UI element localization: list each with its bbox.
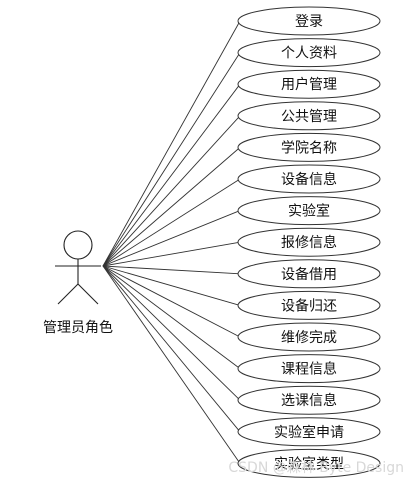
association-line (102, 265, 241, 338)
use-case-ellipse (237, 164, 381, 194)
association-lines (102, 20, 241, 464)
actor-head (63, 230, 93, 260)
association-line (102, 265, 241, 464)
use-case: 实验室类型 (237, 448, 381, 478)
use-case-label: 实验室类型 (274, 455, 344, 472)
use-case-ellipse (237, 322, 381, 352)
use-case: 维修完成 (237, 322, 381, 352)
actor: 管理员角色 (43, 230, 113, 336)
use-case-label: 课程信息 (281, 361, 337, 378)
actor-label: 管理员角色 (43, 319, 113, 336)
use-case: 报修信息 (237, 227, 381, 257)
use-case-label: 登录 (295, 14, 323, 30)
association-line (102, 147, 241, 267)
association-line (102, 265, 241, 275)
use-case-list: 登录个人资料用户管理公共管理学院名称设备信息实验室报修信息设备借用设备归还维修完… (237, 6, 381, 478)
association-line (102, 265, 241, 401)
actor-left-leg (57, 283, 79, 305)
use-case-ellipse (237, 196, 381, 226)
association-line (102, 20, 241, 267)
use-case-ellipse (237, 227, 381, 257)
use-case: 选课信息 (237, 385, 381, 415)
use-case-ellipse (237, 417, 381, 447)
actor-right-leg (77, 283, 99, 305)
use-case: 设备归还 (237, 290, 381, 320)
use-case-label: 设备归还 (281, 297, 337, 314)
use-case-label: 实验室 (288, 203, 330, 220)
association-line (102, 265, 241, 369)
use-case-ellipse (237, 290, 381, 320)
use-case-ellipse (237, 385, 381, 415)
association-line (102, 83, 241, 267)
use-case-label: 用户管理 (281, 76, 337, 93)
use-case-ellipse (237, 6, 381, 36)
association-line (102, 241, 241, 267)
use-case-ellipse (237, 69, 381, 99)
use-case: 实验室申请 (237, 417, 381, 447)
use-case: 公共管理 (237, 101, 381, 131)
association-line (102, 265, 241, 306)
association-line (102, 52, 241, 267)
use-case: 实验室 (237, 196, 381, 226)
use-case-label: 实验室申请 (274, 424, 344, 441)
use-case-label: 选课信息 (281, 392, 337, 409)
association-line (102, 178, 241, 267)
use-case: 登录 (237, 6, 381, 36)
association-line (102, 115, 241, 267)
use-case-label: 个人资料 (281, 46, 337, 62)
use-case: 设备借用 (237, 259, 381, 289)
use-case-ellipse (237, 354, 381, 384)
use-case: 学院名称 (237, 132, 381, 162)
use-case-ellipse (237, 101, 381, 131)
use-case: 个人资料 (237, 38, 381, 68)
use-case: 用户管理 (237, 69, 381, 99)
use-case-ellipse (237, 38, 381, 68)
use-case-label: 维修完成 (281, 330, 337, 346)
use-case-ellipse (237, 448, 381, 478)
use-case-ellipse (237, 132, 381, 162)
association-line (102, 210, 241, 267)
use-case: 课程信息 (237, 354, 381, 384)
use-case-ellipse (237, 259, 381, 289)
use-case-label: 设备借用 (281, 266, 337, 283)
watermark: CSDN @森林 Byte Design (228, 460, 404, 476)
association-line (102, 265, 241, 433)
use-case-label: 公共管理 (281, 109, 337, 125)
use-case: 设备信息 (237, 164, 381, 194)
use-case-label: 报修信息 (281, 234, 337, 251)
use-case-label: 学院名称 (281, 140, 337, 156)
use-case-label: 设备信息 (281, 171, 337, 188)
